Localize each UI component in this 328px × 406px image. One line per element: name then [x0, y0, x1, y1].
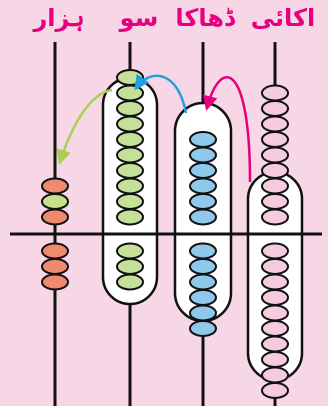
- bead-ones-9: [261, 242, 289, 260]
- bead-ones-12: [261, 289, 289, 306]
- bead-tens-8: [189, 273, 217, 291]
- beads-layer: [41, 69, 289, 399]
- carry-arrow-one-to-ten: [202, 76, 252, 183]
- bead-ones-7: [261, 193, 289, 210]
- bead-ones-2: [261, 115, 289, 133]
- bead-tens-11: [189, 320, 217, 337]
- bead-thousands-4: [41, 258, 69, 275]
- bead-thousands-3: [41, 242, 69, 260]
- bead-tens-7: [189, 258, 217, 275]
- bead-ones-8: [261, 208, 289, 226]
- bead-tens-6: [189, 242, 217, 260]
- label-one: اکائی: [250, 4, 316, 32]
- bead-hundreds-9: [116, 208, 144, 226]
- bead-ones-1: [261, 100, 289, 117]
- bead-hundreds-3: [116, 115, 144, 133]
- carry-arrow-hundred-to-thousand: [56, 88, 113, 165]
- bead-hundreds-1: [116, 84, 144, 102]
- bead-thousands-1: [41, 193, 69, 210]
- bead-thousands-0: [41, 177, 69, 195]
- bead-thousands-2: [41, 208, 69, 226]
- bead-ones-4: [261, 146, 289, 164]
- bead-tens-3: [189, 177, 217, 195]
- bead-hundreds-4: [116, 131, 144, 148]
- bead-ones-13: [261, 304, 289, 322]
- bead-hundreds-12: [116, 273, 144, 291]
- bead-hundreds-2: [116, 100, 144, 117]
- bead-tens-4: [189, 193, 217, 210]
- bead-ones-16: [261, 351, 289, 368]
- carry-arrow-ten-to-hundred: [134, 73, 188, 114]
- bead-ones-3: [261, 131, 289, 148]
- bead-tens-5: [189, 208, 217, 226]
- bead-ones-5: [261, 162, 289, 179]
- bead-hundreds-10: [116, 242, 144, 260]
- bead-hundreds-5: [116, 146, 144, 164]
- bead-tens-1: [189, 146, 217, 164]
- bead-ones-10: [261, 258, 289, 275]
- bead-ones-15: [261, 335, 289, 353]
- bead-hundreds-6: [116, 162, 144, 179]
- bead-ones-18: [261, 382, 289, 399]
- bead-tens-2: [189, 162, 217, 179]
- bead-ones-0: [261, 84, 289, 102]
- bead-hundreds-7: [116, 177, 144, 195]
- label-ten: ڈھاکا: [175, 4, 235, 32]
- bead-ones-11: [261, 273, 289, 291]
- label-hundred: سو: [119, 4, 159, 32]
- bead-hundreds-8: [116, 193, 144, 210]
- bead-ones-14: [261, 320, 289, 337]
- bead-hundreds-11: [116, 258, 144, 275]
- label-thousand: ہزار: [33, 4, 85, 32]
- bead-tens-9: [189, 289, 217, 306]
- bead-tens-10: [189, 304, 217, 322]
- bead-tens-0: [189, 131, 217, 148]
- bead-thousands-5: [41, 273, 69, 291]
- bead-ones-17: [261, 366, 289, 384]
- bead-ones-6: [261, 177, 289, 195]
